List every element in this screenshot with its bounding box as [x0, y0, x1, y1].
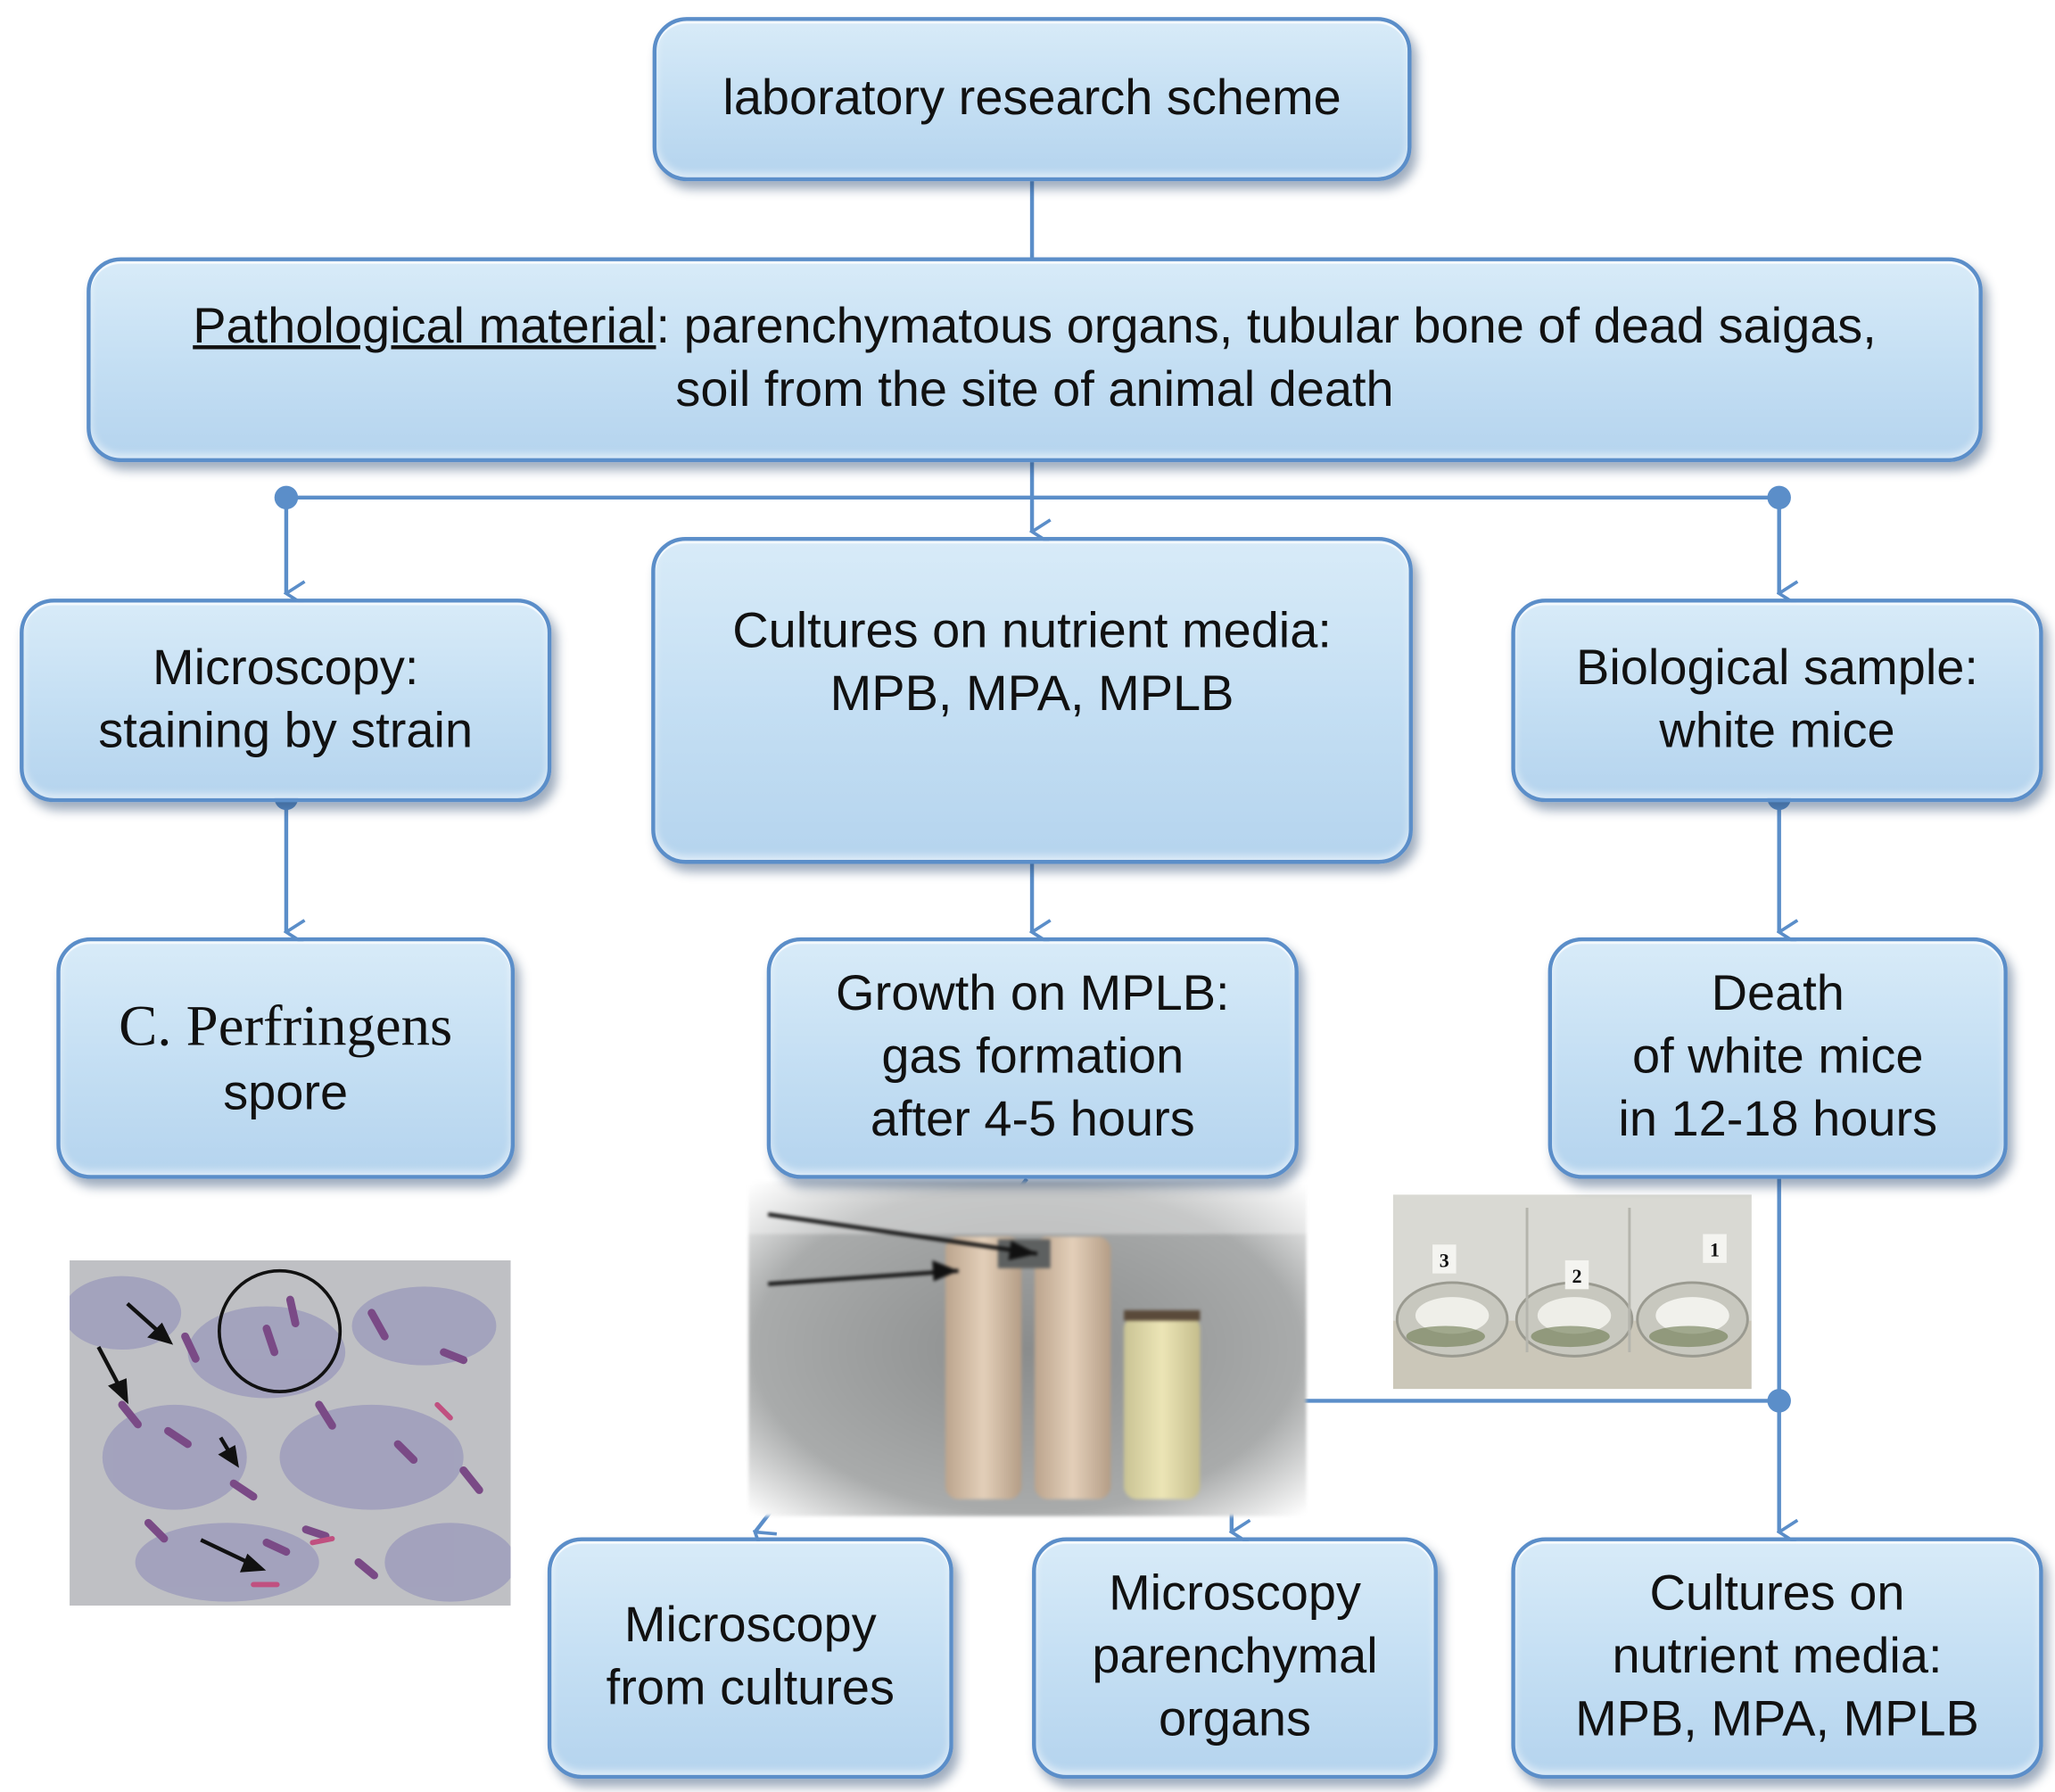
jar-label: 1 [1710, 1239, 1720, 1261]
micro-cultures-line-2: from cultures [606, 1660, 895, 1716]
tubes-photo [748, 1181, 1307, 1516]
perfringens-line-2: spore [223, 1065, 349, 1121]
jar-label: 3 [1440, 1249, 1449, 1271]
biological-line-2: white mice [1659, 703, 1895, 758]
pathological-material-box: Pathological material: parenchymatous or… [87, 257, 1983, 463]
perfringens-line-1: C. Perfringens [119, 994, 453, 1059]
microscopy-line-1: Microscopy: [152, 640, 419, 696]
title-text: laboratory research scheme [722, 70, 1341, 126]
micro-organs-line-1: Microscopy [1109, 1566, 1361, 1622]
death-line-1: Death [1711, 966, 1845, 1022]
pathological-rest: : parenchymatous organs, tubular bone of… [656, 299, 1877, 355]
cultures-bottom-line-3: MPB, MPA, MPLB [1575, 1692, 1979, 1747]
pathological-label: Pathological material [193, 299, 656, 355]
microscopy-organs-box: Microscopy parenchymal organs [1032, 1537, 1438, 1780]
death-line-2: of white mice [1632, 1028, 1924, 1085]
microscopy-photo [70, 1259, 511, 1606]
micro-cultures-line-1: Microscopy [623, 1598, 877, 1654]
title-box: laboratory research scheme [652, 17, 1412, 182]
growth-box: Growth on MPLB: gas formation after 4-5 … [766, 937, 1299, 1179]
microscopy-box: Microscopy: staining by strain [20, 599, 552, 803]
junction-dot [274, 485, 299, 510]
cultures-bottom-box: Cultures on nutrient media: MPB, MPA, MP… [1511, 1537, 2043, 1780]
microscopy-cultures-box: Microscopy from cultures [547, 1537, 953, 1780]
junction-dot [1767, 1389, 1791, 1413]
mice-jars-photo: 3 2 1 [1392, 1194, 1752, 1390]
cultures-top-box: Cultures on nutrient media: MPB, MPA, MP… [651, 536, 1413, 864]
junction-dot [1767, 485, 1791, 510]
cultures-top-line-1: Cultures on nutrient media: [732, 604, 1332, 660]
biological-line-1: Biological sample: [1576, 640, 1978, 696]
perfringens-box: C. Perfringens spore [56, 937, 516, 1179]
growth-line-1: Growth on MPLB: [836, 966, 1230, 1022]
death-line-3: in 12-18 hours [1618, 1092, 1938, 1148]
pathological-line-1: Pathological material: parenchymatous or… [193, 297, 1877, 359]
death-box: Death of white mice in 12-18 hours [1547, 937, 2008, 1179]
micro-organs-line-3: organs [1158, 1692, 1312, 1747]
growth-line-2: gas formation [881, 1028, 1184, 1085]
micro-organs-line-2: parenchymal [1092, 1629, 1378, 1685]
growth-line-3: after 4-5 hours [870, 1092, 1195, 1148]
microscopy-line-2: staining by strain [98, 703, 474, 758]
cultures-bottom-line-2: nutrient media: [1612, 1629, 1943, 1685]
jar-label: 2 [1572, 1265, 1581, 1287]
cultures-bottom-line-1: Cultures on [1649, 1566, 1905, 1622]
pathological-line-2: soil from the site of animal death [675, 362, 1394, 418]
cultures-top-line-2: MPB, MPA, MPLB [829, 666, 1234, 723]
biological-sample-box: Biological sample: white mice [1511, 599, 2043, 803]
